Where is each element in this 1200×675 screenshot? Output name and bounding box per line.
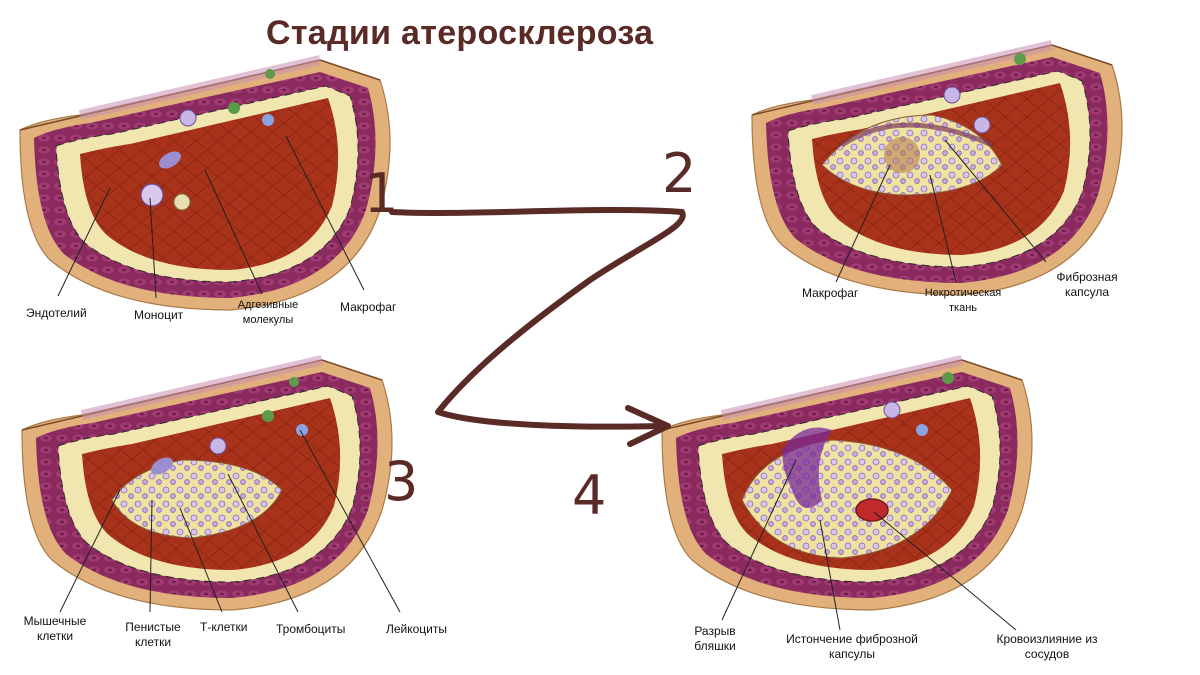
hemorrhage	[855, 498, 889, 522]
label-plaque-rupture: Разрыв бляшки	[694, 624, 736, 653]
label-monocyte: Моноцит	[134, 308, 184, 322]
stage-number-4: 4	[572, 464, 606, 527]
label-macrophage-1: Макрофаг	[340, 300, 397, 314]
label-fibrous-capsule: Фиброзная капсула	[1056, 270, 1118, 299]
stage-number-1: 1	[364, 162, 398, 225]
label-macrophage-2: Макрофаг	[802, 286, 859, 300]
arrow-head	[625, 405, 671, 447]
label-vessel-hemorrhage: Кровоизлияние из сосудов	[996, 632, 1098, 661]
vessel-stage-2	[752, 45, 1122, 295]
leader-lines	[57, 135, 1047, 631]
label-muscle-cells: Мышечные клетки	[23, 614, 87, 643]
stage-connector-arrow	[389, 207, 686, 430]
label-foam-cells: Пенистые клетки	[125, 620, 181, 649]
leukocyte-cell	[262, 114, 274, 126]
fibrous-cap	[840, 122, 994, 148]
platelet-cell	[265, 69, 275, 79]
stage-number-2: 2	[662, 142, 696, 205]
diagram-title: Стадии атеросклероза	[266, 14, 654, 52]
label-endothelium: Эндотелий	[26, 306, 87, 320]
monocyte-cell	[140, 183, 164, 207]
necrotic-tissue	[884, 137, 920, 173]
label-adhesion-molecules: Адгезивные молекулы	[237, 299, 299, 326]
vessel-stage-4	[662, 360, 1032, 610]
label-capsule-thinning: Истончение фиброзной капсулы	[786, 632, 918, 661]
label-t-cells: Т-клетки	[200, 620, 248, 634]
vessel-stage-3	[22, 360, 392, 610]
label-platelets: Тромбоциты	[276, 622, 346, 636]
stage-number-3: 3	[384, 450, 418, 513]
macrophage-cell	[159, 151, 181, 169]
platelet-cell	[228, 102, 240, 114]
vessel-stage-1	[20, 60, 390, 310]
leukocyte-cell	[179, 109, 197, 127]
label-leukocytes: Лейкоциты	[386, 622, 448, 636]
label-necrotic-tissue: Некротическая ткань	[924, 287, 1002, 314]
adhesion-cell	[173, 193, 191, 211]
rupture-thrombus	[782, 427, 832, 508]
